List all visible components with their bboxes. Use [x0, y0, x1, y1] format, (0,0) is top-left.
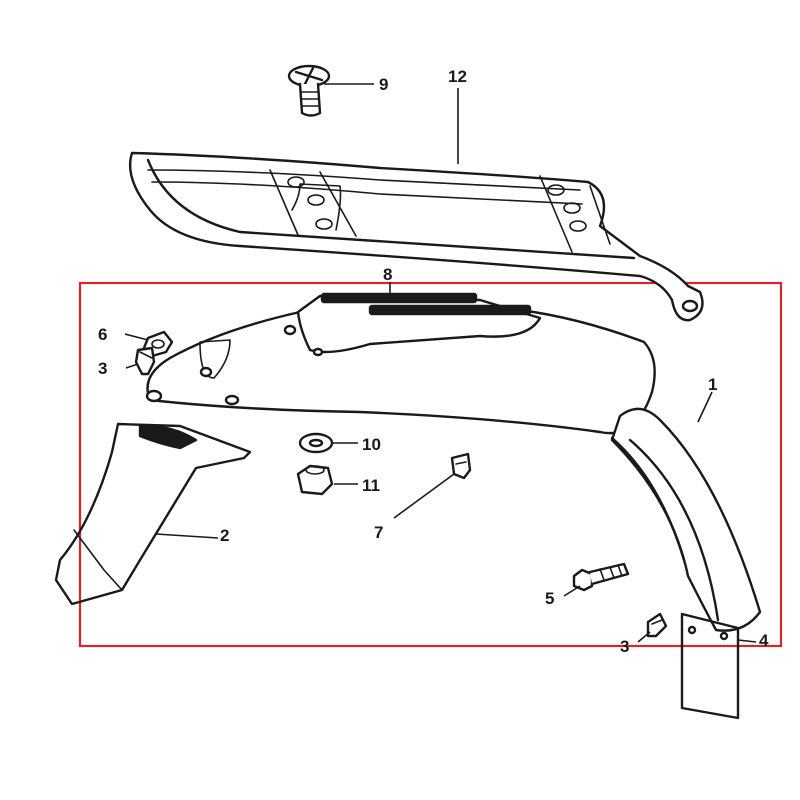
luggage-rack-part-12: [128, 151, 704, 322]
clip-part-3-lower: [646, 612, 668, 638]
hex-nut-part-11: [296, 464, 334, 496]
callout-5: 5: [545, 589, 554, 608]
callout-7: 7: [374, 523, 383, 542]
rubber-flap-part-4: [680, 612, 740, 720]
callout-3-upper: 3: [98, 359, 107, 378]
clip-part-3-upper: [134, 346, 156, 376]
rear-fender-part-1: [145, 292, 762, 632]
clip-part-7: [450, 452, 472, 480]
mudflap-part-2: [54, 422, 252, 606]
callout-2: 2: [220, 526, 229, 545]
highlight-frame: [78, 281, 783, 648]
callout-11: 11: [362, 476, 380, 495]
callout-8: 8: [383, 265, 392, 284]
callout-4: 4: [759, 631, 769, 650]
callout-3-lower: 3: [620, 637, 629, 656]
callout-12: 12: [448, 67, 467, 86]
bolt-part-5: [572, 562, 630, 592]
leader-lines: [124, 83, 757, 643]
screw-part-9: [287, 64, 331, 117]
callout-9: 9: [379, 75, 388, 94]
callout-1: 1: [708, 375, 717, 394]
callout-6: 6: [98, 325, 107, 344]
washer-part-10: [298, 432, 334, 454]
callout-10: 10: [362, 435, 381, 454]
